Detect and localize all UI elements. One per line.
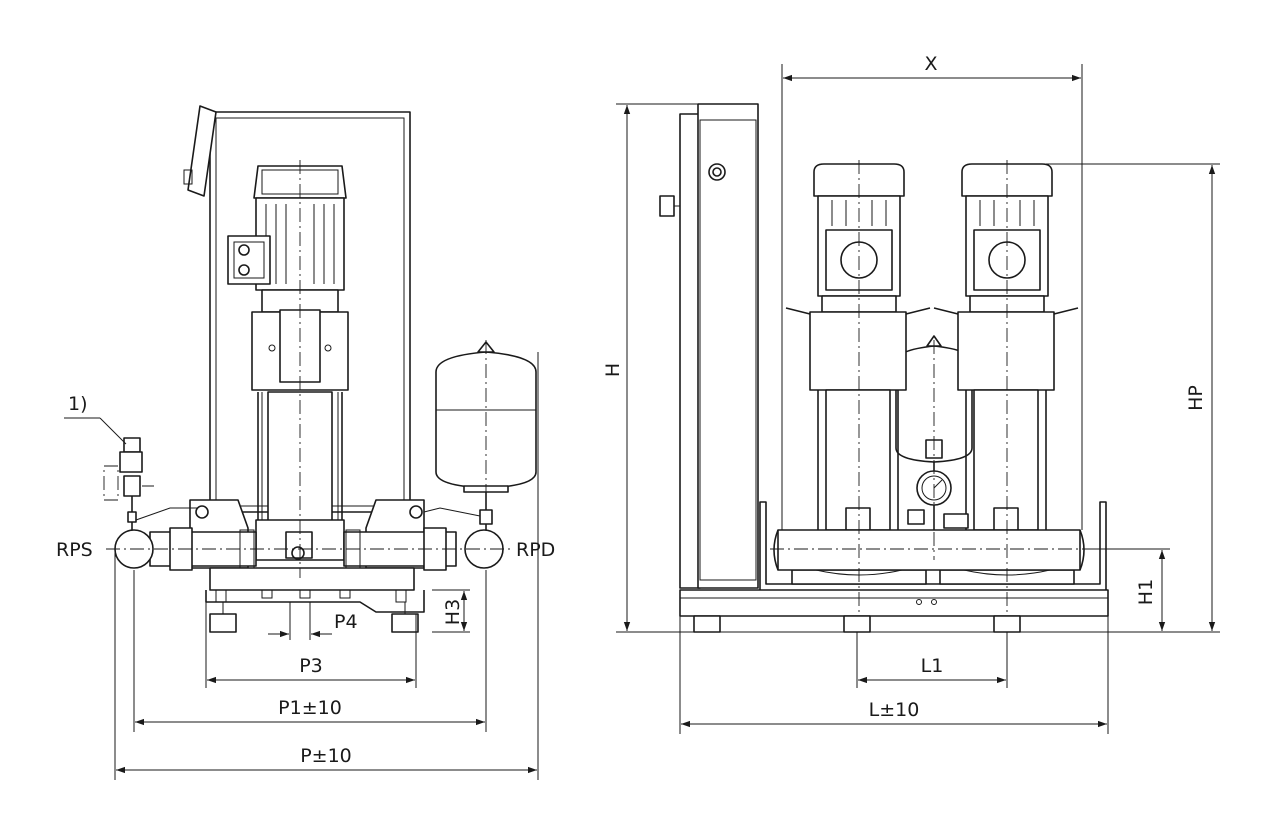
front-labels: 1) RPS RPD P4 H3 P3 P1±10 P±10: [56, 393, 555, 767]
side-cabinet: [659, 103, 759, 589]
h3-label: H3: [442, 599, 464, 625]
side-view: X H HP H1 L1 L±10: [602, 53, 1220, 734]
pressure-vessel: [423, 341, 537, 530]
side-centre-lines: [770, 160, 1092, 612]
pump-2: [933, 163, 1079, 585]
p4-label: P4: [334, 611, 358, 633]
side-dimensions: [616, 64, 1220, 734]
x-label: X: [924, 53, 937, 75]
front-dimensions: [64, 352, 539, 780]
h1-label: H1: [1135, 579, 1157, 605]
p3-label: P3: [299, 655, 323, 677]
p-label: P±10: [300, 745, 352, 767]
front-view: 1) RPS RPD P4 H3 P3 P1±10 P±10: [56, 105, 555, 780]
motor: [227, 165, 347, 313]
rpd-label: RPD: [516, 539, 555, 561]
front-centre-lines: [106, 160, 512, 578]
l1-label: L1: [921, 655, 944, 677]
rps-label: RPS: [56, 539, 93, 561]
valve-assembly: [103, 437, 198, 530]
hp-label: HP: [1185, 385, 1207, 411]
side-manifold: [773, 529, 1085, 571]
side-base: [679, 501, 1109, 633]
note-label: 1): [68, 393, 88, 415]
l-label: L±10: [869, 699, 920, 721]
p1-label: P1±10: [278, 697, 342, 719]
side-labels: X H HP H1 L1 L±10: [602, 53, 1207, 721]
h-label: H: [602, 363, 624, 377]
side-vessel: [895, 335, 973, 463]
